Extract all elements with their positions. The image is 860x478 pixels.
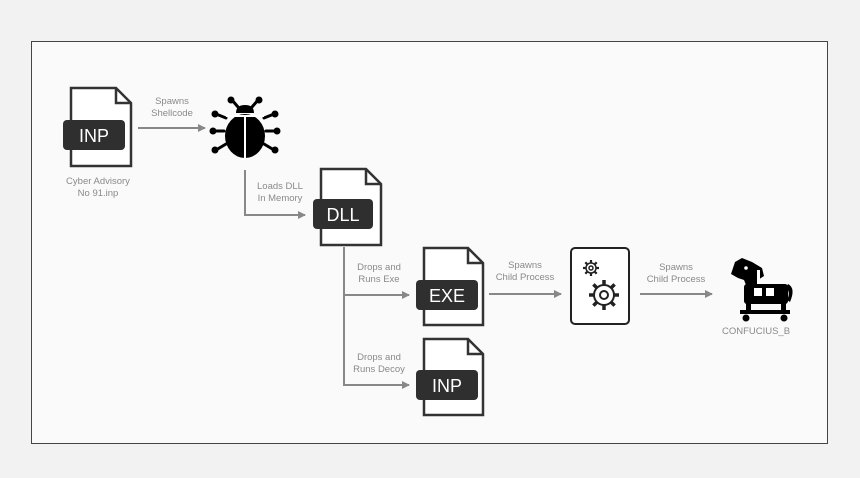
edge-label-line: Child Process [495,272,555,283]
edge-label-line: In Memory [257,193,303,204]
file-tag-inp-bottom: INP [432,376,462,396]
edge-label-line: Runs Exe [358,274,400,285]
source-file-caption: Cyber Advisory No 91.inp [58,176,138,200]
edge-label-spawns-shellcode: Spawns Shellcode [140,96,204,120]
inp-source-file: INP [63,86,133,168]
edge-label-line: Spawns [659,262,693,273]
edge-label-line: Drops and [357,352,401,363]
edge-label-line: Shellcode [151,108,193,119]
gear-process-icon [570,247,630,325]
bug-icon [209,96,281,158]
edge-label-drops-decoy: Drops and Runs Decoy [346,352,412,376]
inp-decoy-file: INP [416,337,485,417]
edge-label-spawns-child-1: Spawns Child Process [488,260,562,284]
edge-label-line: Loads DLL [257,181,303,192]
source-file-caption-line2: No 91.inp [77,188,119,199]
edge-label-line: Drops and [357,262,401,273]
trojan-horse-icon [731,258,793,322]
arrow-drops-decoy [343,295,410,389]
malware-name-caption: CONFUCIUS_B [718,326,794,338]
edge-label-drops-exe: Drops and Runs Exe [350,262,408,286]
file-tag-exe: EXE [429,286,465,306]
exe-file: EXE [416,246,485,327]
file-tag-dll: DLL [326,205,359,225]
edge-label-line: Spawns [508,260,542,271]
source-file-caption-line1: Cyber Advisory [66,176,130,187]
edge-label-spawns-child-2: Spawns Child Process [639,262,713,286]
edge-label-loads-dll: Loads DLL In Memory [250,181,310,205]
edge-label-line: Spawns [155,96,189,107]
file-tag-inp-top: INP [79,126,109,146]
dll-file: DLL [313,167,383,247]
edge-label-line: Runs Decoy [353,364,405,375]
malware-name: CONFUCIUS_B [721,326,791,337]
edge-label-line: Child Process [646,274,706,285]
arrow-loads-dll [244,170,306,219]
